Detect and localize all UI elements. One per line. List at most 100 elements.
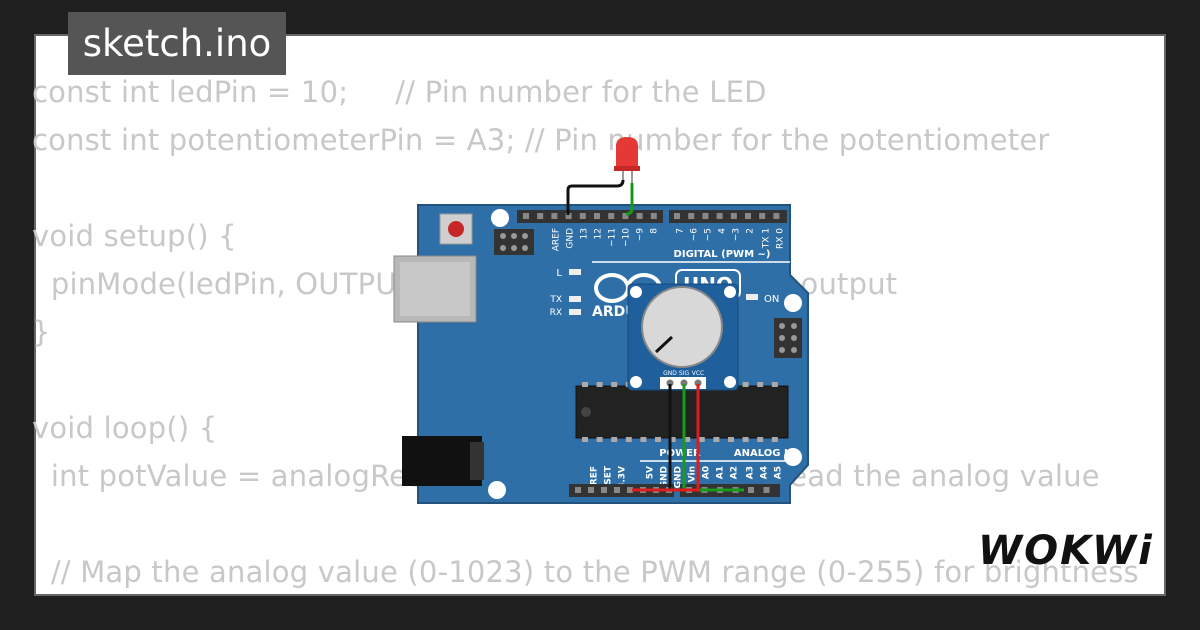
- pin-label: Vin: [688, 466, 698, 482]
- pin-label: RX 0: [776, 228, 786, 249]
- header-pin[interactable]: [608, 213, 615, 219]
- power-header: [569, 484, 674, 497]
- code-line: // Map the analog value (0-1023) to the …: [32, 555, 1139, 589]
- header-pin[interactable]: [650, 213, 657, 219]
- potentiometer-hole: [724, 286, 736, 298]
- pin-label: 5V: [646, 466, 656, 479]
- pin-label: A0: [702, 466, 712, 479]
- chip-pin: [596, 437, 603, 442]
- chip-pin: [582, 437, 588, 442]
- chip-pin: [698, 437, 705, 442]
- pin-label: A2: [730, 466, 740, 479]
- pot-pin[interactable]: [680, 379, 688, 387]
- header-pin[interactable]: [627, 487, 633, 493]
- header-pin[interactable]: [601, 487, 607, 493]
- pin-label: A5: [774, 466, 784, 479]
- on-indicator: [746, 294, 758, 300]
- wire-led-pin10: [625, 183, 634, 216]
- header-pin[interactable]: [588, 487, 594, 493]
- usb-port-inner: [400, 262, 470, 316]
- rx-label: RX: [550, 308, 562, 318]
- chip-pin: [655, 437, 661, 442]
- header-pin[interactable]: [579, 213, 586, 219]
- pot-pin-label: VCC: [692, 370, 704, 377]
- chip-pin: [625, 437, 632, 442]
- header-pin[interactable]: [759, 213, 766, 219]
- header-pin[interactable]: [594, 213, 600, 219]
- header-pin[interactable]: [674, 213, 680, 219]
- potentiometer-hole: [630, 286, 642, 298]
- pin-label: IOREF: [590, 466, 600, 496]
- knob-indicator: [654, 335, 674, 354]
- header-pin[interactable]: [763, 487, 770, 493]
- led-dome: [616, 137, 638, 168]
- chip-pin: [742, 382, 749, 387]
- pin-label: 8: [650, 228, 660, 234]
- red-led[interactable]: [614, 137, 640, 183]
- header-pin[interactable]: [622, 213, 629, 219]
- pin-label: ~9: [636, 228, 646, 242]
- pin-label: ~6: [690, 228, 700, 242]
- reset-button-cap[interactable]: [448, 221, 464, 237]
- led-l-label: L: [556, 268, 562, 279]
- pin-label: GND: [674, 466, 684, 488]
- atmega-chip: [575, 385, 789, 439]
- header-pin[interactable]: [551, 213, 558, 219]
- header-pin[interactable]: [730, 213, 737, 219]
- power-jack-tip: [470, 442, 484, 480]
- header-pin[interactable]: [523, 213, 529, 219]
- pin-label: 4: [718, 228, 728, 234]
- header-pin[interactable]: [773, 213, 780, 219]
- led-l-indicator: [569, 269, 581, 275]
- chip-pin: [713, 437, 720, 442]
- chip-pin: [640, 437, 647, 442]
- potentiometer-hole: [630, 376, 642, 388]
- pin-label: RESET: [604, 465, 614, 498]
- mounting-hole: [491, 209, 509, 227]
- code-line: void setup() {: [32, 219, 237, 253]
- header-pin[interactable]: [702, 213, 709, 219]
- pot-pin[interactable]: [666, 379, 674, 387]
- tx-label: TX: [549, 295, 562, 305]
- icsp-header-small: [494, 229, 534, 255]
- led-rim: [614, 166, 640, 171]
- header-pin[interactable]: [716, 213, 723, 219]
- code-line: }: [32, 315, 51, 349]
- header-pin[interactable]: [565, 213, 572, 219]
- pin-label: ~5: [704, 228, 714, 241]
- tx-indicator: [569, 296, 581, 302]
- chip-pin: [742, 437, 749, 442]
- pin-label: A1: [716, 466, 726, 479]
- pin-label: A3: [746, 466, 756, 479]
- digital-header-right: [669, 210, 787, 223]
- code-line: void loop() {: [32, 411, 218, 445]
- chip-pin: [771, 437, 778, 442]
- icsp-header: [774, 318, 802, 358]
- pin-label: GND: [660, 466, 670, 488]
- header-pin[interactable]: [688, 213, 695, 219]
- pin-label: 3.3V: [618, 466, 628, 489]
- chip-pin: [582, 382, 588, 387]
- header-pin[interactable]: [575, 487, 581, 493]
- wires: [566, 179, 744, 492]
- chip-notch: [581, 407, 591, 417]
- pin-label: ~10: [622, 228, 632, 247]
- pin-label: GND: [566, 228, 576, 249]
- wokwi-logo: WOKWi: [978, 528, 1154, 574]
- header-pin[interactable]: [636, 213, 643, 219]
- potentiometer-hole: [724, 376, 736, 388]
- header-pin[interactable]: [614, 487, 620, 493]
- code-line: const int ledPin = 10; // Pin number for…: [32, 75, 767, 109]
- file-tab[interactable]: sketch.ino: [68, 12, 286, 75]
- header-pin[interactable]: [745, 213, 751, 219]
- pot-pin[interactable]: [694, 379, 702, 387]
- pot-pin-label: SIG: [679, 370, 690, 377]
- header-pin[interactable]: [537, 213, 544, 219]
- chip-pin: [611, 382, 618, 387]
- potentiometer-knob[interactable]: [641, 286, 723, 368]
- header-pin[interactable]: [748, 487, 754, 493]
- pin-label: 7: [676, 228, 686, 234]
